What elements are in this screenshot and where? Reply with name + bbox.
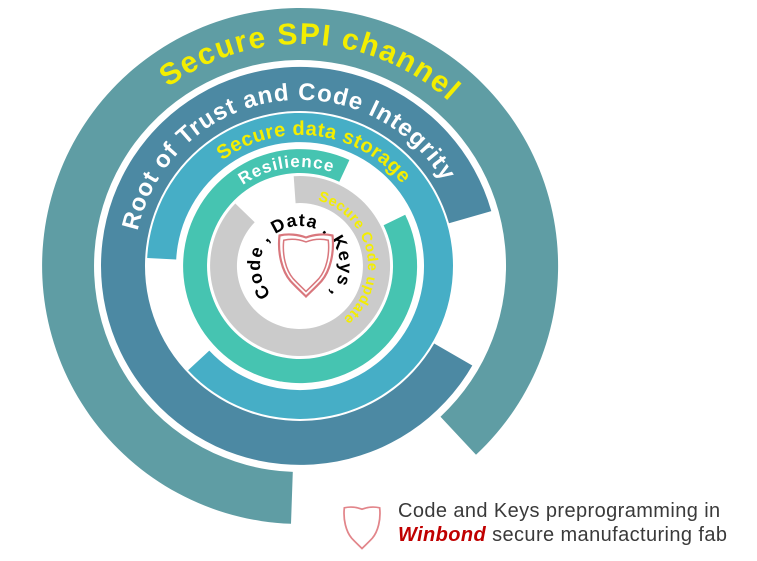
legend-line2-rest: secure manufacturing fab — [486, 524, 728, 546]
legend-text: Code and Keys preprogramming in Winbond … — [398, 499, 727, 547]
legend-brand-name: Winbond — [398, 524, 487, 546]
shield-inner-outline — [282, 238, 330, 293]
legend: Code and Keys preprogramming in Winbond … — [342, 499, 727, 551]
shield-icon — [277, 233, 335, 299]
legend-shield-outline — [343, 506, 381, 550]
legend-line2: Winbond secure manufacturing fab — [398, 523, 727, 547]
shield-icon — [343, 506, 381, 550]
shield-outer-outline — [277, 233, 335, 299]
legend-line1: Code and Keys preprogramming in — [398, 500, 721, 522]
ring-secure-code-update — [210, 175, 391, 356]
